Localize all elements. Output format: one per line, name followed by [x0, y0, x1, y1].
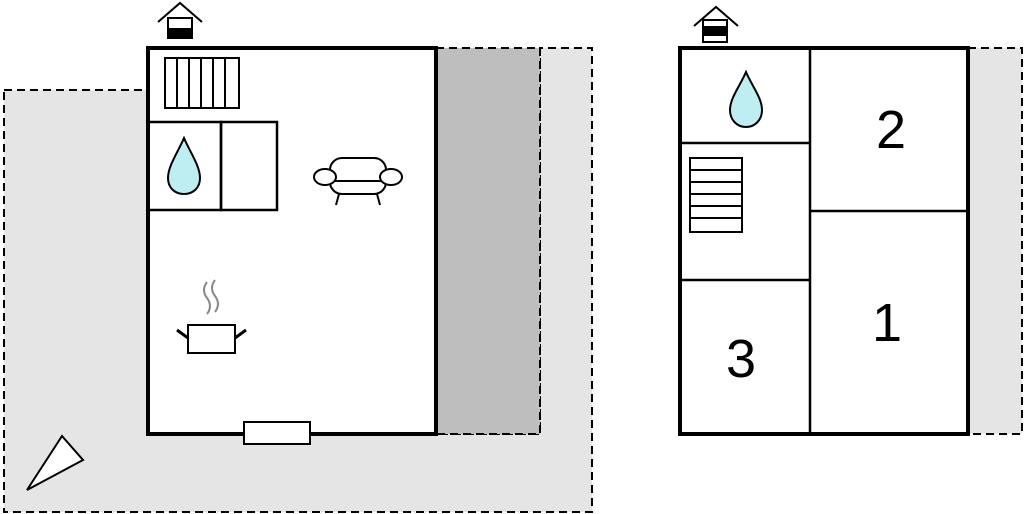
room-number-3: 3 — [726, 329, 756, 389]
cooking-pot-icon — [176, 279, 247, 354]
upper-floor-walls — [678, 46, 970, 436]
upper-terrace — [967, 47, 1023, 435]
upper-internal-walls — [680, 48, 968, 434]
room-number-2: 2 — [876, 100, 906, 160]
house-entrance-icon — [157, 1, 203, 39]
house-entrance-icon — [693, 5, 739, 43]
storage-room — [219, 120, 279, 212]
water-drop-icon — [728, 69, 764, 129]
covered-terrace — [435, 47, 541, 435]
ground-floor-walls — [146, 46, 438, 436]
room-number-1: 1 — [872, 293, 902, 353]
north-arrow-icon — [26, 434, 85, 491]
stairs-icon — [164, 57, 240, 109]
window-icon — [243, 421, 311, 445]
ground-floor — [3, 1, 593, 513]
water-drop-icon — [166, 135, 202, 196]
upper-floor: 2 1 3 — [678, 5, 1023, 436]
stairs-icon — [689, 157, 743, 233]
sofa-icon — [313, 157, 403, 206]
